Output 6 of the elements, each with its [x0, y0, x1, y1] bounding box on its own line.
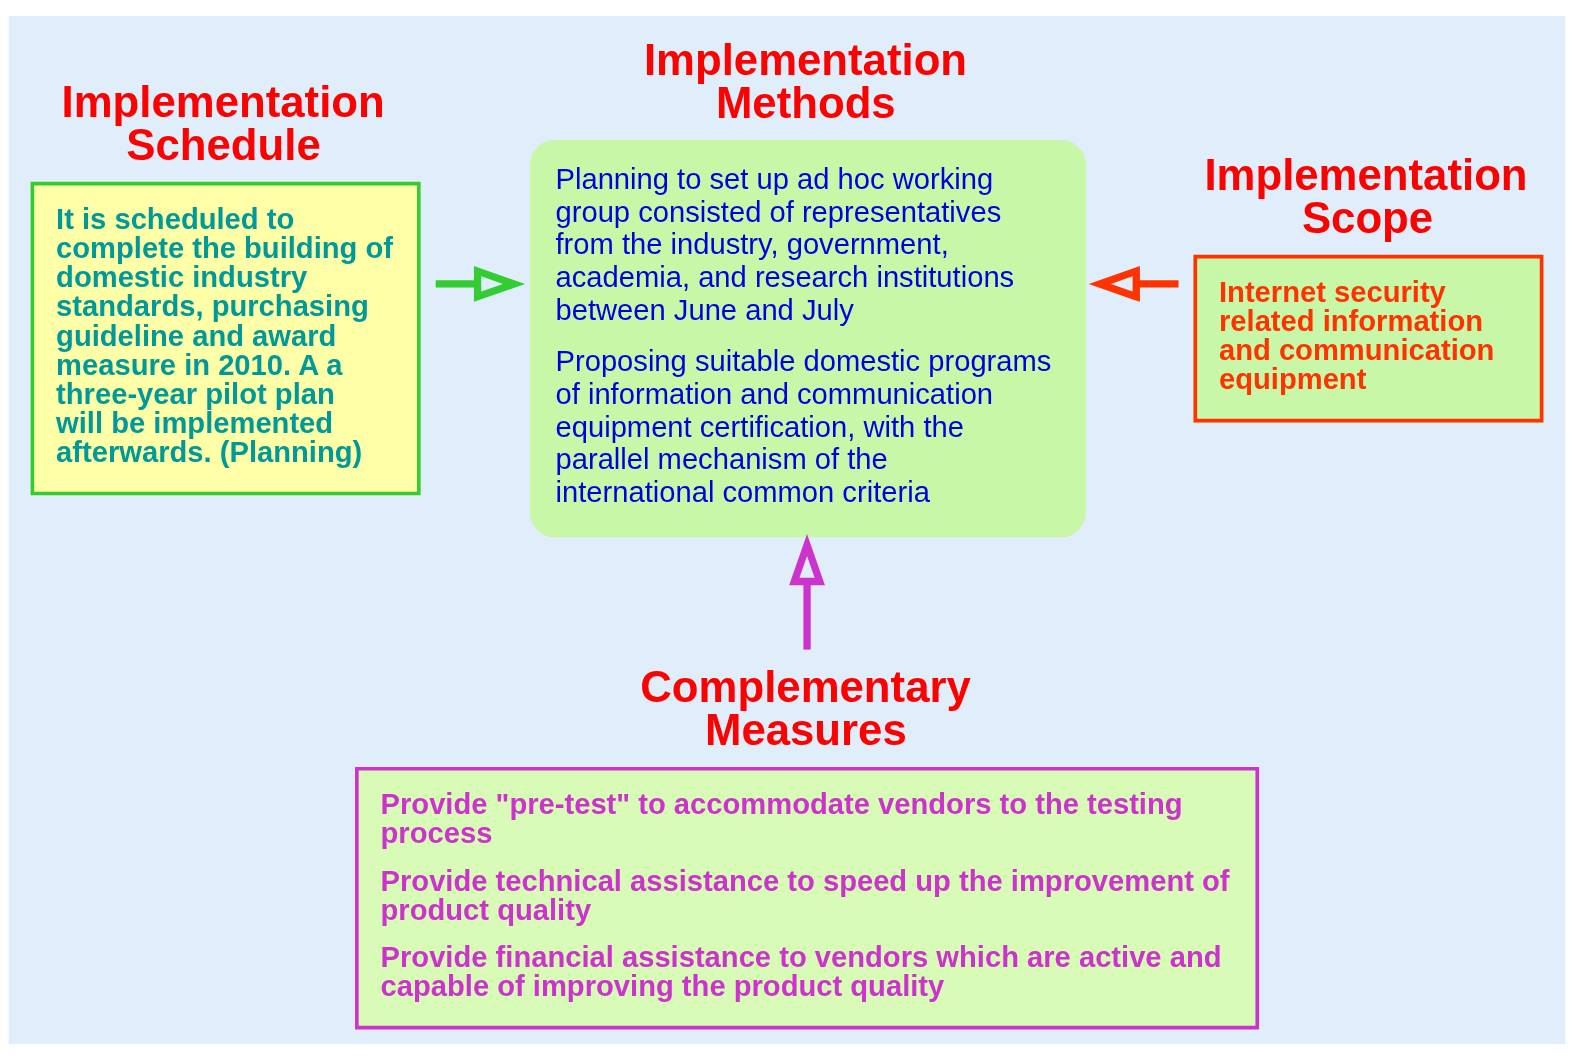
- node-label: Complementary Measures: [640, 661, 971, 754]
- node-label: Implementation Schedule: [61, 76, 385, 169]
- node-label: Implementation Scope: [1204, 149, 1528, 242]
- node-label: Implementation Methods: [643, 34, 968, 127]
- arrow: [435, 265, 526, 302]
- arrow: [789, 533, 825, 650]
